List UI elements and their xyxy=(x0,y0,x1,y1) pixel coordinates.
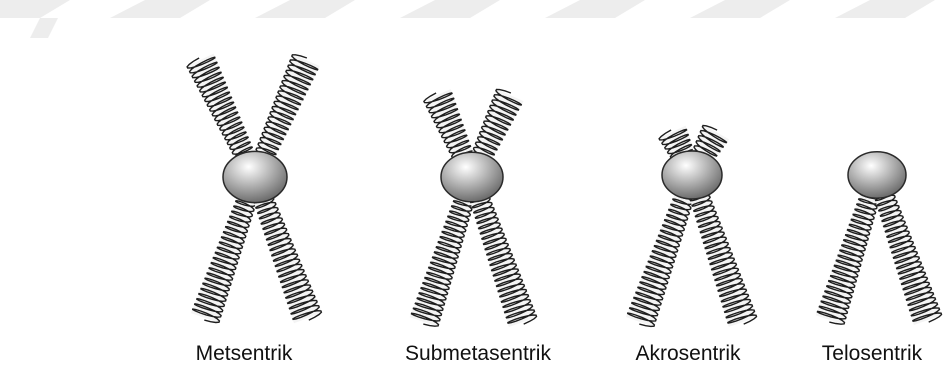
label-acrocentric: Akrosentrik xyxy=(635,342,740,366)
label-telocentric: Telosentrik xyxy=(822,342,922,366)
label-submetacentric: Submetasentrik xyxy=(405,342,551,366)
label-metacentric: Metsentrik xyxy=(196,342,293,366)
centromere xyxy=(848,152,906,198)
